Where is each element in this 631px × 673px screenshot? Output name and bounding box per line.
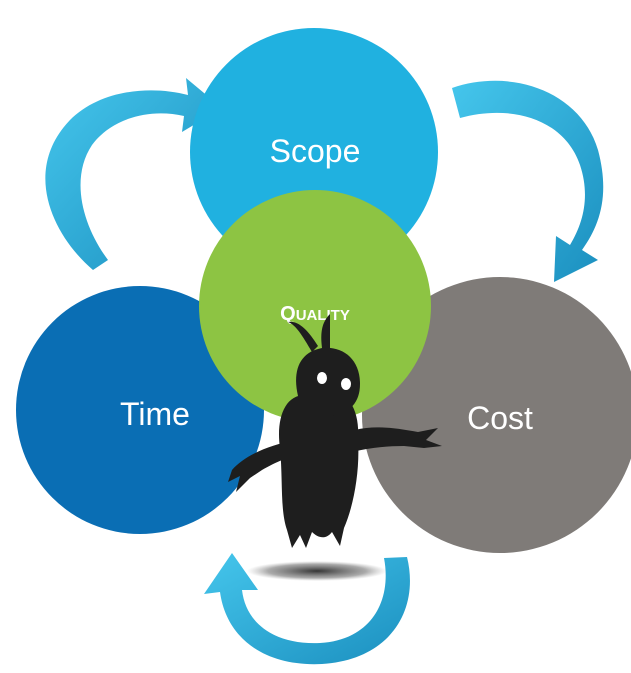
creature-shadow [247, 561, 387, 581]
time-circle [16, 286, 264, 534]
process-circles [16, 28, 631, 553]
quality-label-initial: Q [280, 303, 296, 325]
creature-eye-left [317, 372, 327, 384]
arrow-time-to-scope [45, 78, 223, 270]
cost-circle [362, 277, 631, 553]
creature-body [228, 314, 442, 548]
quality-label-rest: UALITY [296, 307, 350, 324]
creature-illustration [228, 314, 442, 581]
time-label: Time [120, 396, 190, 432]
arrow-scope-to-cost [452, 80, 604, 282]
creature-eye-right [341, 378, 351, 390]
scope-label: Scope [270, 133, 361, 169]
cost-label: Cost [467, 400, 533, 436]
cycle-arrows [45, 78, 604, 665]
quality-circle [199, 190, 431, 422]
quality-label: QUALITY [280, 303, 350, 325]
arrow-cost-to-time [204, 553, 410, 665]
